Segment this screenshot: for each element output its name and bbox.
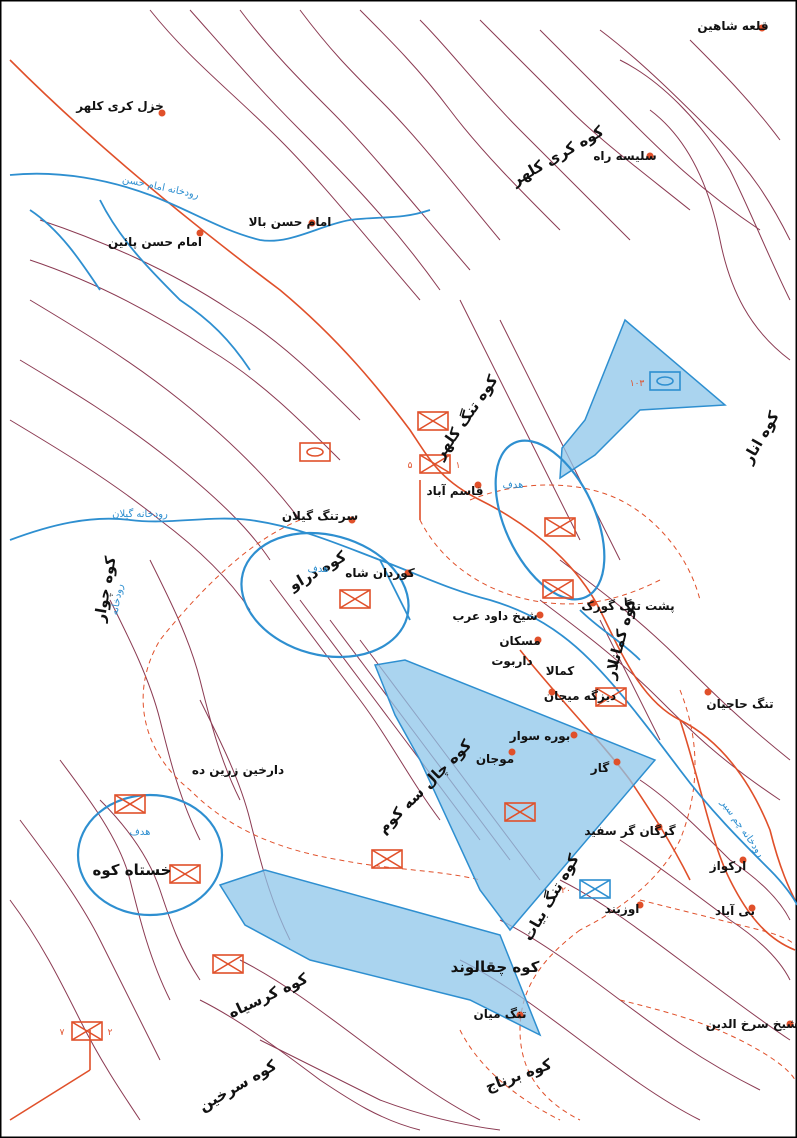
attack-arrows bbox=[218, 318, 727, 1037]
unit-label-ne: ۱۰۳ bbox=[630, 379, 645, 389]
boundary-lines bbox=[142, 484, 796, 1121]
place-dizgeh-mihan: دیزگه میجان bbox=[544, 689, 616, 703]
objective-label-north: هدف bbox=[503, 480, 524, 491]
place-bureh-suar: بوره سوار bbox=[509, 729, 571, 744]
unit-box-icon bbox=[649, 371, 681, 391]
contour-lines bbox=[9, 9, 791, 1131]
unit-box-icon bbox=[595, 687, 627, 707]
unit-label-mid-5: ۵ bbox=[408, 461, 413, 471]
place-kordan-shah: کوردان شاه bbox=[345, 566, 415, 581]
place-gar: گار bbox=[590, 761, 609, 775]
river-gonbad: رودخانه bbox=[109, 583, 125, 616]
unit-box-icon bbox=[504, 802, 536, 822]
attack-arrow-icon bbox=[559, 318, 727, 480]
objective-labels: هدف هدف هدف bbox=[130, 480, 524, 838]
unit-box-icon bbox=[542, 579, 574, 599]
unit-box-icon bbox=[417, 411, 449, 431]
objective-ellipse-icon bbox=[240, 531, 410, 659]
place-sheikh-sorkh-aldin: شیخ سرخ الدین bbox=[706, 1017, 797, 1031]
unit-box-icon bbox=[299, 442, 331, 462]
place-mojian: موجان bbox=[476, 752, 514, 767]
mountain-kuh-khoseh-kuh: خستاه کوه bbox=[93, 861, 172, 879]
place-bi-abad: بی آباد bbox=[715, 903, 755, 918]
objective-ellipse-icon bbox=[494, 439, 606, 601]
unit-box-icon bbox=[339, 589, 371, 609]
village-dots bbox=[158, 24, 794, 1028]
place-sartang-gilan: سرتنگ گیلان bbox=[282, 509, 358, 523]
imam-hasan-river-line bbox=[9, 172, 431, 242]
place-imam-hasan-bala: امام حسن بالا bbox=[249, 215, 332, 230]
unit-label-sw-7: ۷ bbox=[60, 1028, 65, 1038]
unit-label-mid-1: ۱ bbox=[456, 461, 461, 471]
attack-arrow-icon bbox=[218, 869, 542, 1037]
objective-ellipse-icon bbox=[76, 793, 224, 917]
place-ozbar: اوزبند bbox=[605, 902, 640, 917]
objective-label-center: هدف bbox=[308, 564, 329, 575]
unit-box-icon bbox=[371, 849, 403, 869]
place-tang-mian: تنگ میان bbox=[474, 1007, 527, 1021]
place-qasemabad: قاسم آباد bbox=[426, 483, 483, 498]
rivers bbox=[9, 172, 797, 906]
place-tang-hajian: تنگ حاجیان bbox=[706, 697, 773, 711]
place-sarnesh-rah: سلیسه راه bbox=[593, 149, 656, 163]
place-labels: قلعه شاهین خزل کری کلهر سلیسه راه امام ح… bbox=[75, 19, 797, 1031]
unit-box-icon bbox=[419, 454, 451, 474]
attack-arrow-icon bbox=[373, 659, 657, 932]
gilan-river-line bbox=[9, 517, 797, 906]
place-posht-tang-gurk: پشت تنگ گورک bbox=[581, 599, 674, 614]
place-kamala: کمالا bbox=[546, 664, 574, 678]
objectives bbox=[76, 439, 606, 917]
river-gilan: رودخانه گیلان bbox=[112, 508, 168, 520]
unit-labels: ۱۰۳ ۵ ۱ ۲۰ ۷ ۲ bbox=[60, 379, 645, 1038]
unit-box-icon bbox=[579, 879, 611, 899]
place-imam-hasan-paein: امام حسن پائین bbox=[108, 235, 202, 250]
unit-box-icon bbox=[71, 1021, 103, 1041]
place-sheikh-davud-arab: شیخ داود عرب bbox=[452, 609, 537, 624]
unit-box-icon bbox=[169, 864, 201, 884]
unit-label-south-20: ۲۰ bbox=[561, 886, 571, 896]
place-gorgan-gor-sefid: گرگان گر سفید bbox=[584, 824, 675, 838]
place-khazal-kari-kalhor: خزل کری کلهر bbox=[75, 99, 164, 113]
place-arkavaz: ارکواز bbox=[709, 859, 747, 874]
unit-box-icon bbox=[544, 517, 576, 537]
place-darkhin-zarin-deh: دارخین زرین ده bbox=[192, 763, 284, 777]
unit-box-icon bbox=[212, 954, 244, 974]
place-maskan: مسکان bbox=[499, 634, 540, 648]
unit-box-icon bbox=[114, 794, 146, 814]
objective-label-west: هدف bbox=[130, 827, 151, 838]
place-qalah-shahin: قلعه شاهین bbox=[697, 19, 768, 33]
mountain-kuh-chaqaluvand: کوه چقالوند bbox=[451, 958, 540, 977]
unit-symbols bbox=[71, 371, 681, 1041]
unit-label-sw-2: ۲ bbox=[108, 1028, 113, 1038]
place-daratut: داربوت bbox=[491, 654, 532, 669]
